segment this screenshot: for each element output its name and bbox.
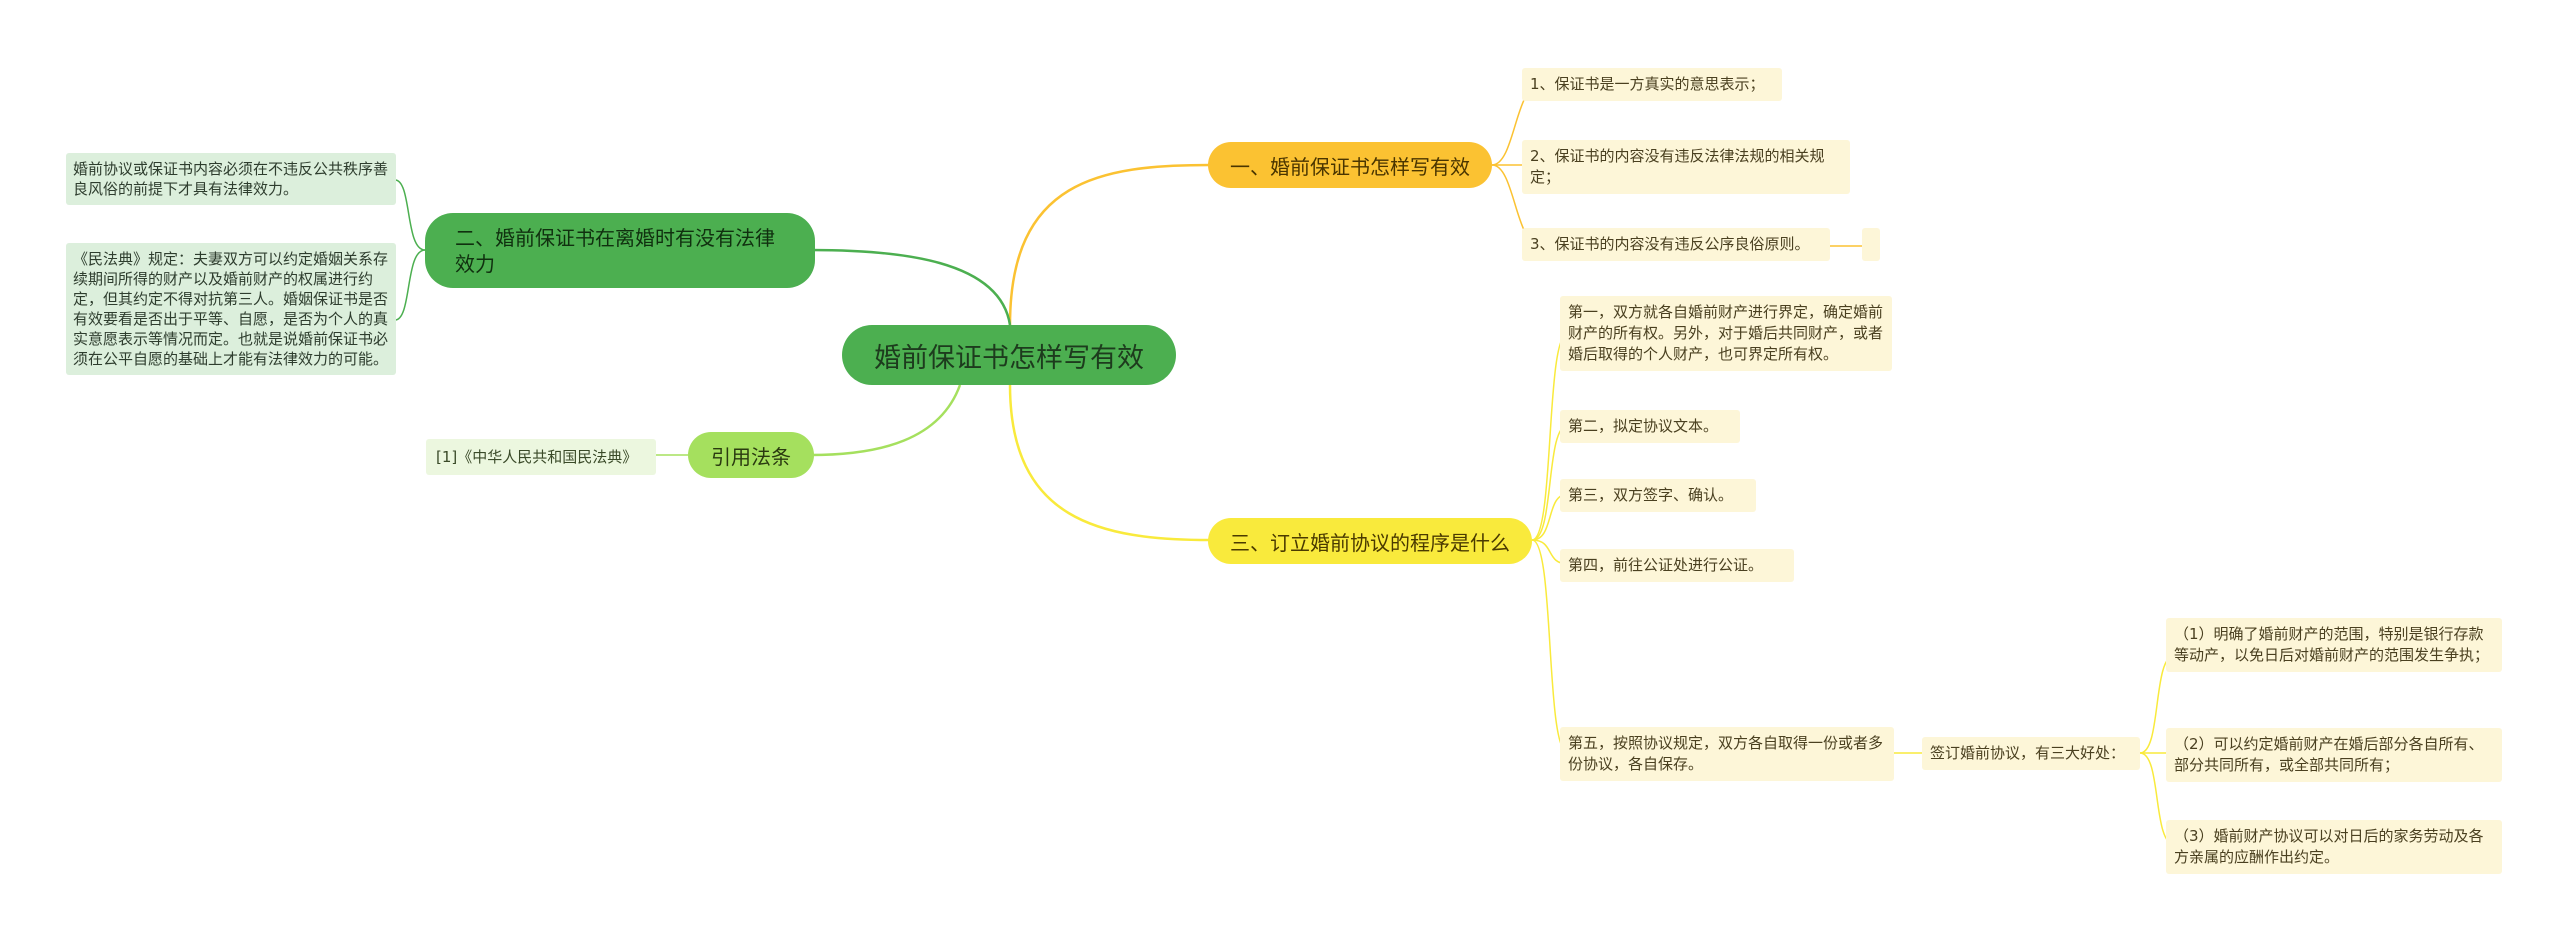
branch-2-item-1[interactable]: 婚前协议或保证书内容必须在不违反公共秩序善良风俗的前提下才具有法律效力。 [66,153,396,205]
branch-1-label: 一、婚前保证书怎样写有效 [1230,154,1470,179]
branch-1-topic[interactable]: 一、婚前保证书怎样写有效 [1208,142,1492,188]
branch-3-step-5[interactable]: 第五，按照协议规定，双方各自取得一份或者多份协议，各自保存。 [1560,727,1894,781]
branch-3-step-1[interactable]: 第一，双方就各自婚前财产进行界定，确定婚前财产的所有权。另外，对于婚后共同财产，… [1560,296,1892,371]
branch-3-step-2[interactable]: 第二，拟定协议文本。 [1560,410,1740,443]
branch-3-step-3[interactable]: 第三，双方签字、确认。 [1560,479,1756,512]
benefit-2[interactable]: （2）可以约定婚前财产在婚后部分各自所有、部分共同所有，或全部共同所有； [2166,728,2502,782]
branch-2-label: 二、婚前保证书在离婚时有没有法律效力 [455,225,775,276]
root-topic[interactable]: 婚前保证书怎样写有效 [842,325,1176,385]
branch-3-step-4[interactable]: 第四，前往公证处进行公证。 [1560,549,1794,582]
branch-4-topic[interactable]: 引用法条 [688,432,814,478]
branch-3-topic[interactable]: 三、订立婚前协议的程序是什么 [1208,518,1532,564]
branch-1-item-1[interactable]: 1、保证书是一方真实的意思表示； [1522,68,1782,101]
benefit-1[interactable]: （1）明确了婚前财产的范围，特别是银行存款等动产，以免日后对婚前财产的范围发生争… [2166,618,2502,672]
branch-4-item-1[interactable]: [1]《中华人民共和国民法典》 [426,439,656,475]
branch-1-item-2[interactable]: 2、保证书的内容没有违反法律法规的相关规定； [1522,140,1850,194]
branch-2-item-2[interactable]: 《民法典》规定：夫妻双方可以约定婚姻关系存续期间所得的财产以及婚前财产的权属进行… [66,243,396,375]
branch-3-label: 三、订立婚前协议的程序是什么 [1230,530,1510,555]
root-topic-label: 婚前保证书怎样写有效 [874,342,1144,374]
branch-4-label: 引用法条 [711,444,791,469]
benefit-3[interactable]: （3）婚前财产协议可以对日后的家务劳动及各方亲属的应酬作出约定。 [2166,820,2502,874]
benefit-label[interactable]: 签订婚前协议，有三大好处： [1922,737,2140,770]
branch-1-item-3-empty[interactable] [1862,228,1880,261]
branch-2-topic[interactable]: 二、婚前保证书在离婚时有没有法律效力 [425,213,815,288]
branch-1-item-3[interactable]: 3、保证书的内容没有违反公序良俗原则。 [1522,228,1830,261]
